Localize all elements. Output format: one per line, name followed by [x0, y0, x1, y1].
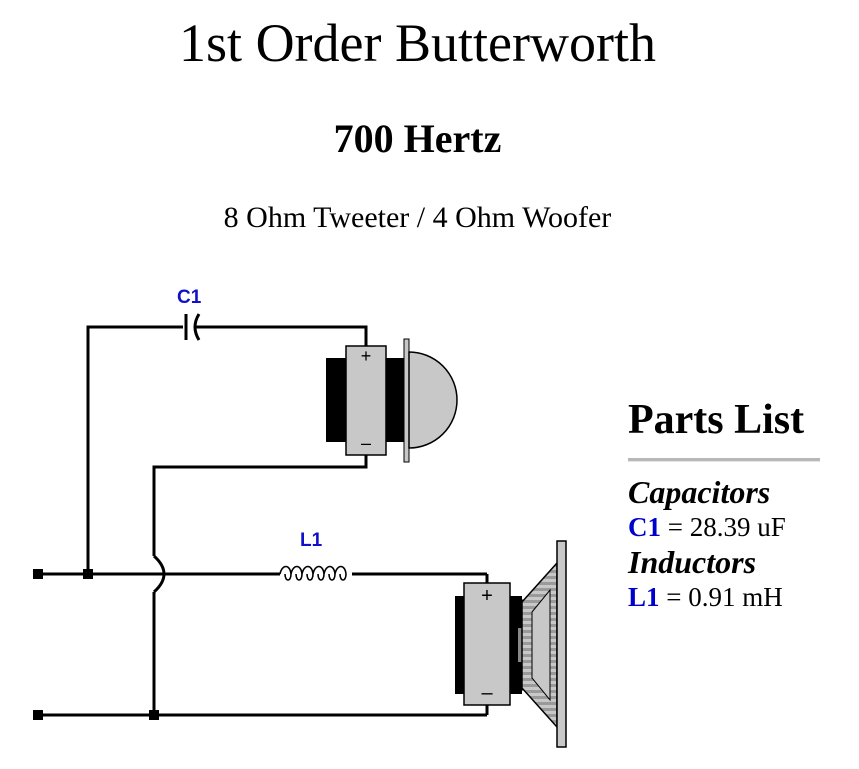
- junction-dot: [83, 569, 93, 579]
- inductor-l1: [279, 565, 347, 581]
- part-row-c1: C1 = 28.39 uF: [628, 510, 828, 544]
- woofer-speaker: [455, 540, 567, 748]
- capacitor-c1: [184, 313, 201, 341]
- woofer-minus-sign: –: [481, 682, 493, 704]
- tweeter-speaker: [326, 338, 458, 463]
- page-title: 1st Order Butterworth: [179, 13, 656, 73]
- capacitors-heading: Capacitors: [628, 474, 771, 510]
- inductor-label: L1: [300, 530, 323, 551]
- input-terminal-negative: [33, 710, 43, 720]
- part-ref: C1: [628, 512, 661, 542]
- capacitor-label: C1: [177, 287, 202, 308]
- parts-list-title: Parts List: [628, 397, 805, 443]
- circuit-wires: [38, 325, 489, 717]
- parts-list: Parts List Capacitors C1 = 28.39 uF Indu…: [628, 394, 828, 614]
- speaker-impedances: 8 Ohm Tweeter / 4 Ohm Woofer: [223, 201, 612, 234]
- part-value: = 0.91 mH: [666, 582, 783, 612]
- part-value: = 28.39 uF: [667, 512, 786, 542]
- divider: [628, 458, 820, 462]
- woofer-plus-sign: +: [481, 585, 493, 607]
- inductors-heading: Inductors: [628, 544, 757, 580]
- part-ref: L1: [628, 582, 660, 612]
- input-terminal-positive: [33, 569, 43, 579]
- crossover-frequency: 700 Hertz: [333, 116, 502, 161]
- tweeter-minus-sign: –: [361, 433, 371, 453]
- tweeter-plus-sign: +: [361, 346, 372, 366]
- junction-dot: [149, 710, 159, 720]
- part-row-l1: L1 = 0.91 mH: [628, 580, 828, 614]
